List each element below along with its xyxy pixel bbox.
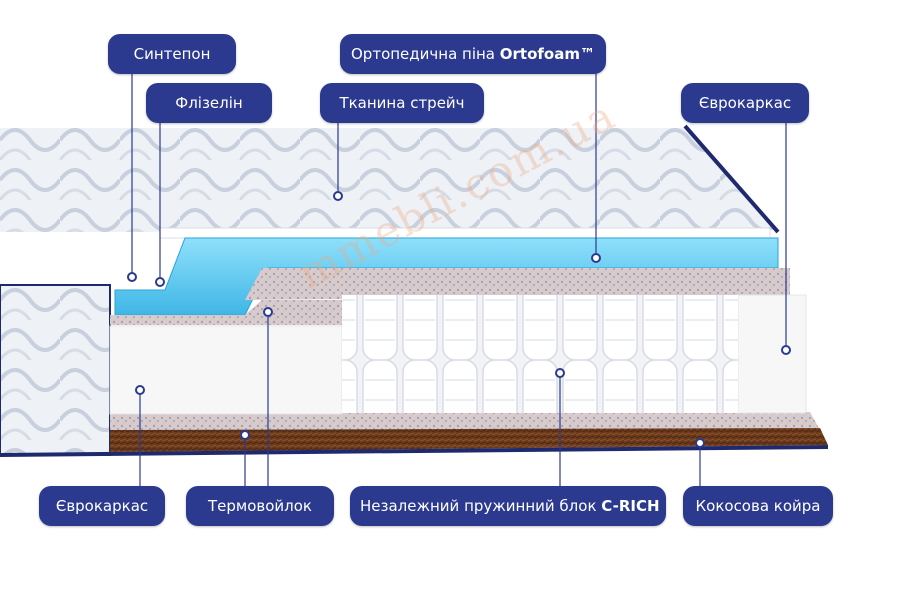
felt-left: [110, 300, 345, 325]
label-stretch: Тканина стрейч: [320, 83, 484, 123]
label-spring-block: Незалежний пружинний блок C-RICH: [350, 486, 666, 526]
top-cover-edge: [683, 124, 780, 234]
label-euroframe-bottom-text: Єврокаркас: [55, 497, 149, 515]
stretch-layer: [159, 227, 771, 239]
label-flizelin: Флізелін: [146, 83, 272, 123]
dot-flizelin: [155, 277, 165, 287]
euroframe-left: [109, 325, 343, 415]
label-flizelin-text: Флізелін: [175, 94, 243, 112]
dot-euro-top: [781, 345, 791, 355]
label-orthofoam: Ортопедична піна Ortofoam™: [340, 34, 606, 74]
label-sintepon-text: Синтепон: [133, 45, 211, 63]
coconut-layer: [110, 428, 828, 452]
dot-termo-2: [240, 430, 250, 440]
felt-top: [245, 268, 790, 300]
side-cover: [0, 284, 111, 456]
label-euroframe-top-text: Єврокаркас: [698, 94, 792, 112]
dot-coconut: [695, 438, 705, 448]
label-termovoilok: Термовойлок: [186, 486, 334, 526]
label-sintepon: Синтепон: [108, 34, 236, 74]
dot-stretch: [333, 191, 343, 201]
label-orthofoam-prefix: Ортопедична піна: [351, 45, 500, 63]
label-spring-prefix: Незалежний пружинний блок: [360, 497, 602, 515]
dot-spring: [555, 368, 565, 378]
bottom-edge: [0, 445, 829, 457]
dot-sintepon: [127, 272, 137, 282]
label-coconut-text: Кокосова койра: [695, 497, 821, 515]
label-orthofoam-brand: Ortofoam™: [499, 45, 595, 63]
label-spring-brand: C-RICH: [601, 497, 660, 515]
spring-block: [342, 295, 738, 413]
label-euroframe-top: Єврокаркас: [681, 83, 809, 123]
label-coconut: Кокосова койра: [683, 486, 833, 526]
dot-euro-bottom: [135, 385, 145, 395]
dot-termo-1: [263, 307, 273, 317]
top-cover: [0, 128, 775, 232]
dot-orto: [591, 253, 601, 263]
euroframe-right: [737, 294, 807, 414]
felt-bottom: [110, 412, 820, 432]
label-stretch-text: Тканина стрейч: [339, 94, 465, 112]
label-euroframe-bottom: Єврокаркас: [39, 486, 165, 526]
label-termovoilok-text: Термовойлок: [208, 497, 312, 515]
